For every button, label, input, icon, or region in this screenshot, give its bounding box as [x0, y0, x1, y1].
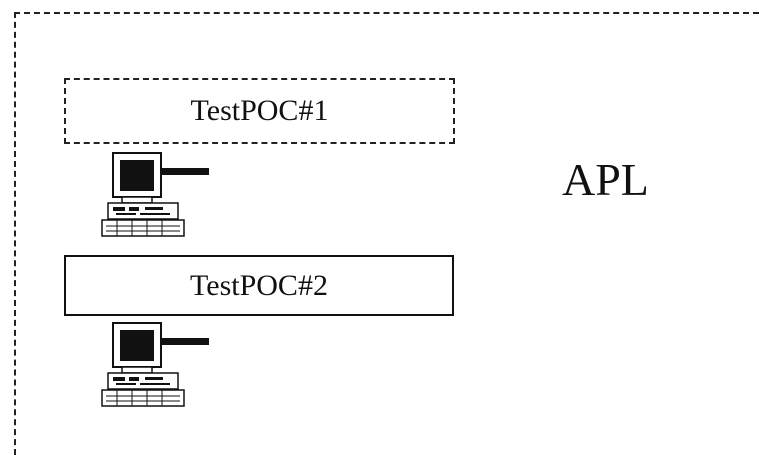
apl-boundary-top: [14, 12, 759, 14]
computer-icon: [98, 318, 218, 418]
testpoc-1-box: TestPOC#1: [64, 78, 455, 144]
testpoc-2-box: TestPOC#2: [64, 255, 454, 316]
apl-label: APL: [562, 154, 649, 205]
computer-icon: [98, 148, 218, 248]
testpoc-2-label: TestPOC#2: [190, 268, 328, 302]
apl-boundary-left: [14, 12, 16, 455]
testpoc-1-label: TestPOC#1: [190, 94, 329, 127]
